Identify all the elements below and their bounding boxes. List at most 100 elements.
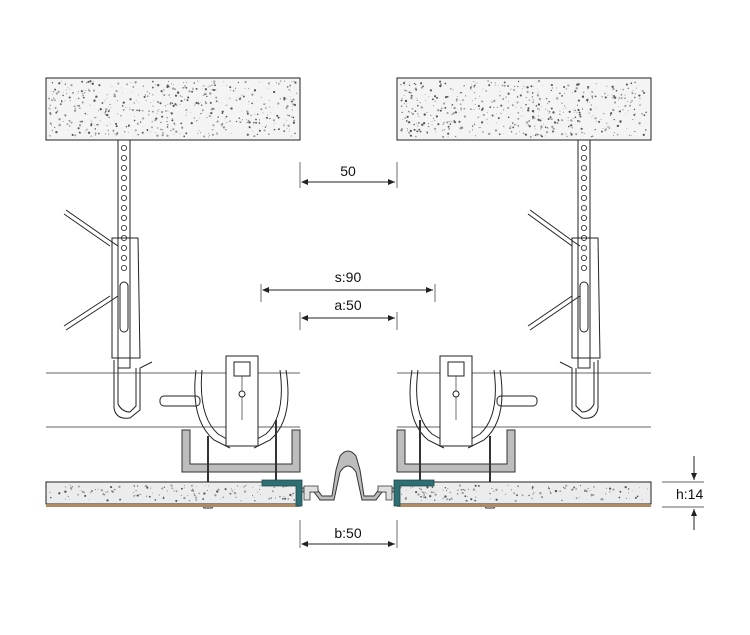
texture-dot	[401, 98, 403, 100]
texture-dot	[403, 103, 405, 105]
texture-dot	[78, 124, 82, 127]
texture-dot	[281, 497, 284, 500]
texture-dot	[567, 119, 569, 121]
texture-dot	[55, 92, 58, 95]
texture-dot	[556, 87, 557, 89]
texture-dot	[544, 126, 547, 128]
texture-dot	[444, 106, 446, 109]
texture-dot	[469, 131, 471, 133]
texture-dot	[507, 85, 509, 87]
texture-dot	[525, 103, 527, 106]
texture-dot	[170, 112, 172, 113]
texture-dot	[93, 80, 94, 82]
texture-dot	[183, 81, 185, 83]
texture-dot	[115, 133, 118, 136]
texture-dot	[499, 94, 501, 97]
texture-dot	[432, 117, 434, 119]
texture-dot	[417, 113, 419, 115]
texture-dot	[132, 85, 135, 88]
texture-dot	[630, 101, 632, 104]
texture-dot	[409, 81, 411, 83]
texture-dot	[279, 98, 282, 100]
texture-dot	[197, 133, 199, 135]
texture-dot	[151, 80, 154, 83]
texture-dot	[402, 82, 406, 85]
texture-dot	[622, 88, 624, 91]
texture-dot	[522, 85, 524, 87]
strap-hole	[581, 264, 588, 271]
texture-dot	[504, 493, 507, 496]
texture-dot	[152, 492, 154, 494]
texture-dot	[237, 485, 238, 487]
texture-dot	[215, 100, 218, 103]
texture-dot	[464, 495, 467, 498]
texture-dot	[136, 485, 139, 487]
texture-dot	[594, 95, 597, 98]
texture-dot	[151, 110, 153, 112]
texture-dot	[121, 105, 124, 107]
texture-dot	[634, 131, 636, 133]
texture-dot	[119, 498, 122, 501]
texture-dot	[567, 84, 570, 87]
texture-dot	[211, 129, 213, 131]
texture-dot	[495, 498, 498, 501]
texture-dot	[497, 84, 499, 86]
texture-dot	[170, 102, 172, 104]
texture-dot	[198, 130, 200, 132]
texture-dot	[512, 126, 515, 129]
texture-dot	[151, 126, 153, 129]
texture-dot	[550, 118, 552, 120]
texture-dot	[139, 121, 142, 123]
texture-dot	[69, 484, 71, 486]
texture-dot	[129, 106, 131, 108]
texture-dot	[531, 92, 534, 94]
texture-dot	[537, 103, 541, 106]
texture-dot	[214, 494, 217, 497]
texture-dot	[89, 80, 92, 83]
texture-dot	[502, 109, 505, 111]
texture-dot	[241, 110, 242, 112]
texture-dot	[216, 132, 218, 134]
texture-dot	[133, 494, 136, 497]
texture-dot	[83, 491, 86, 494]
texture-dot	[460, 488, 463, 491]
texture-dot	[430, 90, 432, 92]
texture-dot	[574, 90, 577, 93]
texture-dot	[171, 118, 173, 120]
texture-dot	[471, 129, 473, 131]
texture-dot	[286, 127, 288, 129]
texture-dot	[581, 108, 584, 110]
texture-dot	[638, 100, 640, 102]
texture-dot	[240, 500, 242, 502]
texture-dot	[256, 113, 259, 116]
texture-dot	[521, 494, 524, 497]
texture-dot	[415, 135, 417, 138]
texture-dot	[413, 128, 416, 131]
texture-dot	[288, 114, 290, 117]
texture-dot	[246, 110, 249, 113]
texture-dot	[252, 486, 254, 488]
texture-dot	[172, 104, 175, 107]
texture-dot	[604, 92, 606, 95]
texture-dot	[613, 118, 615, 121]
texture-dot	[158, 111, 160, 113]
texture-dot	[153, 100, 155, 101]
strap-hole	[581, 244, 588, 251]
texture-dot	[426, 111, 428, 113]
texture-dot	[545, 97, 548, 100]
texture-dot	[549, 492, 552, 494]
texture-dot	[268, 99, 270, 101]
strap-hole	[121, 174, 128, 181]
texture-dot	[216, 133, 218, 135]
texture-dot	[582, 91, 585, 94]
texture-dot	[613, 96, 617, 99]
texture-dot	[274, 122, 275, 124]
texture-dot	[243, 486, 245, 488]
texture-dot	[185, 87, 188, 89]
texture-dot	[115, 90, 118, 93]
texture-dot	[292, 98, 295, 101]
texture-dot	[440, 83, 442, 85]
strap-hole	[121, 164, 128, 171]
texture-dot	[77, 485, 80, 488]
